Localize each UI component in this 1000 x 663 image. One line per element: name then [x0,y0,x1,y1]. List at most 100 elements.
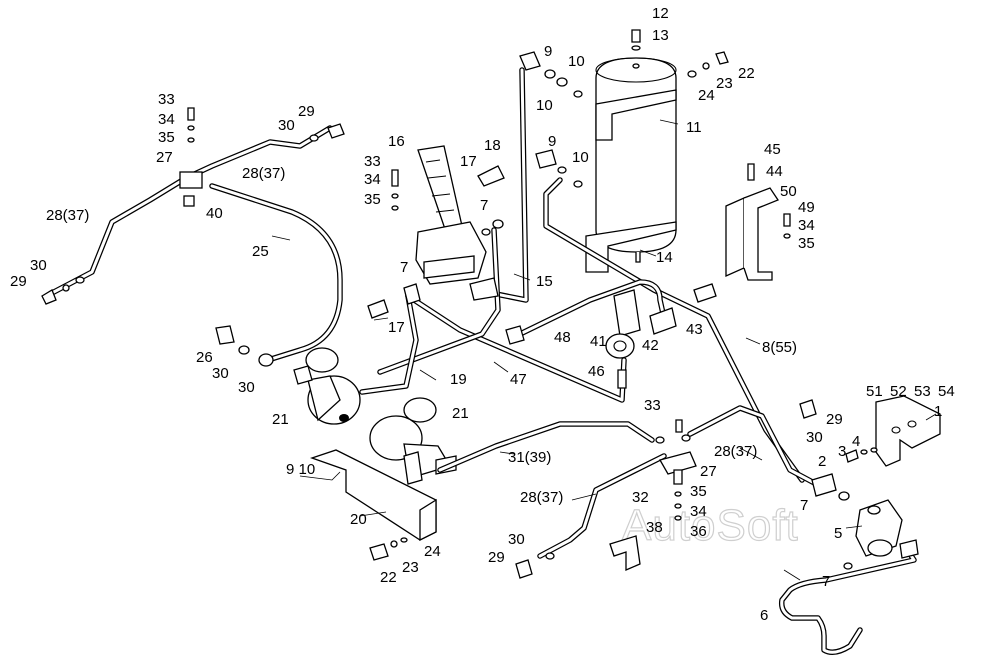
callout-18: 18 [484,137,501,154]
callout-27: 27 [156,149,173,166]
callout-24: 24 [424,543,441,560]
callout-7: 7 [800,497,808,514]
callout-28-37: 28(37) [520,489,563,506]
callout-35: 35 [798,235,815,252]
callout-12: 12 [652,5,669,22]
callout-35: 35 [690,483,707,500]
callout-9: 9 [548,133,556,150]
callout-24: 24 [698,87,715,104]
pipe-6 [778,545,917,655]
callout-46: 46 [588,363,605,380]
callout-19: 19 [450,371,467,388]
callout-10: 10 [536,97,553,114]
callout-6: 6 [760,607,768,624]
callout-30: 30 [30,257,47,274]
bracket-38 [609,535,641,571]
central-pipes [359,67,805,483]
callout-7: 7 [480,197,488,214]
callout-14: 14 [656,249,673,266]
callout-5: 5 [834,525,842,542]
lower-pipes [437,405,823,559]
callout-34: 34 [798,217,815,234]
callout-28-37: 28(37) [46,207,89,224]
callout-28-37: 28(37) [714,443,757,460]
callout-10: 10 [568,53,585,70]
callout-23: 23 [402,559,419,576]
callout-48: 48 [554,329,571,346]
callout-9: 9 [544,43,552,60]
callout-40: 40 [206,205,223,222]
callout-26: 26 [196,349,213,366]
callout-45: 45 [764,141,781,158]
callout-35: 35 [158,129,175,146]
callout-29: 29 [298,103,315,120]
callout-36: 36 [690,523,707,540]
callout-2: 2 [818,453,826,470]
callout-29: 29 [488,549,505,566]
callout-25: 25 [252,243,269,260]
callout-16: 16 [388,133,405,150]
callout-9-10: 9 10 [286,461,315,478]
callout-27: 27 [700,463,717,480]
callout-33: 33 [158,91,175,108]
callout-30: 30 [238,379,255,396]
callout-labels: 12 13 9 10 10 11 22 23 24 33 34 35 27 29… [10,5,955,624]
mounting-plate-20 [309,449,437,542]
callout-29: 29 [826,411,843,428]
callout-8-55: 8(55) [762,339,797,356]
callout-34: 34 [158,111,175,128]
callout-1: 1 [934,403,942,420]
callout-53: 53 [914,383,931,400]
relay-valve [855,499,903,557]
callout-7: 7 [400,259,408,276]
callout-30: 30 [508,531,525,548]
callout-22: 22 [380,569,397,586]
callout-44: 44 [766,163,783,180]
callout-54: 54 [938,383,955,400]
callout-21: 21 [272,411,289,428]
callout-13: 13 [652,27,669,44]
callout-4: 4 [852,433,860,450]
callout-41: 41 [590,333,607,350]
watermark: AutoSoft [622,501,799,550]
callout-30: 30 [806,429,823,446]
callout-20: 20 [350,511,367,528]
callout-49: 49 [798,199,815,216]
callout-33: 33 [644,397,661,414]
callout-38: 38 [646,519,663,536]
left-pipe-network [47,125,343,363]
bracket-50 [725,187,779,281]
callout-10: 10 [572,149,589,166]
callout-35: 35 [364,191,381,208]
brake-pedal-valve [415,145,487,285]
bracket-1 [875,395,941,467]
callout-3: 3 [838,443,846,460]
callout-29: 29 [10,273,27,290]
callout-28-37: 28(37) [242,165,285,182]
callout-52: 52 [890,383,907,400]
callout-15: 15 [536,273,553,290]
callout-51: 51 [866,383,883,400]
callout-17: 17 [388,319,405,336]
callout-47: 47 [510,371,527,388]
callout-42: 42 [642,337,659,354]
callout-31-39: 31(39) [508,449,551,466]
brake-chamber-left [305,347,361,425]
callout-50: 50 [780,183,797,200]
callout-11: 11 [686,119,702,136]
callout-23: 23 [716,75,733,92]
callout-43: 43 [686,321,703,338]
callout-30: 30 [278,117,295,134]
leader-lines [271,119,937,581]
callout-34: 34 [364,171,381,188]
fittings [41,29,919,579]
callout-7: 7 [822,573,830,590]
callout-32: 32 [632,489,649,506]
hand-brake-valve [605,289,641,359]
callout-21: 21 [452,405,469,422]
air-receiver-tank [585,57,677,273]
callout-30: 30 [212,365,229,382]
callout-34: 34 [690,503,707,520]
